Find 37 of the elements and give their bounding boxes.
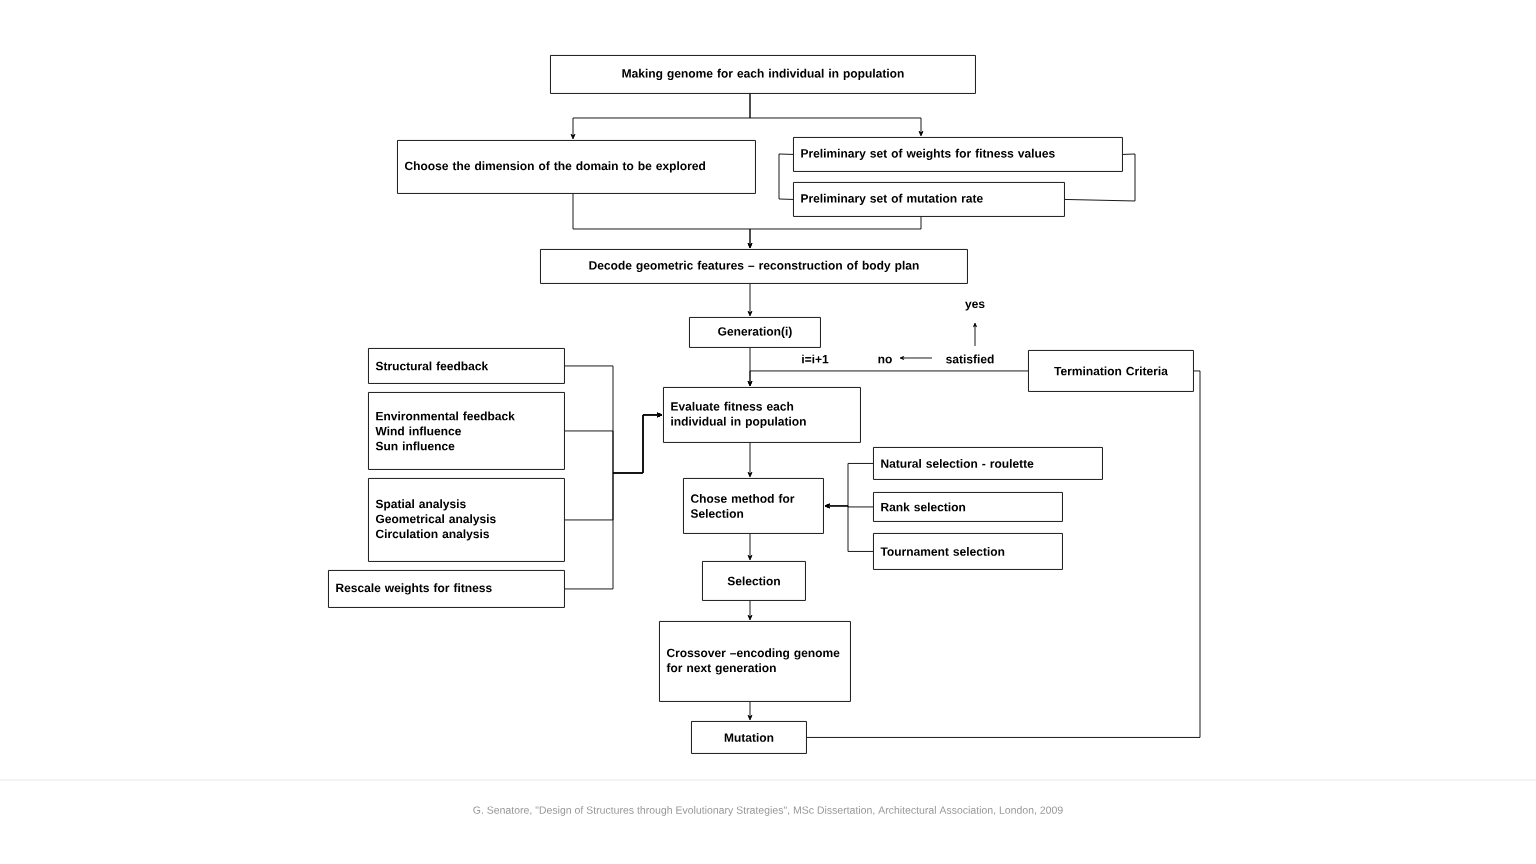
caption: G. Senatore, "Design of Structures through Evolutionary Strategies", MSc Dissertation, Architectural Association, London, 2009 [473, 806, 1063, 816]
text-label: yes [965, 301, 985, 311]
arrow [747, 370, 1029, 387]
process-box: Generation(i) [689, 317, 821, 348]
text-label: satisfied [946, 354, 994, 364]
connector-line [806, 370, 1201, 738]
connector-line [1064, 153, 1136, 202]
process-box: Termination Criteria [1028, 350, 1194, 392]
arrow [747, 600, 753, 621]
process-box: Rank selection [873, 492, 1063, 522]
edge-label: i=i+1 [800, 353, 830, 365]
process-box: Decode geometric features – reconstruction of body plan [540, 249, 968, 284]
process-box: Environmental feedback Wind influence Sun influence [368, 392, 565, 470]
arrow [747, 533, 753, 561]
process-box: Preliminary set of weights for fitness values [793, 137, 1123, 172]
arrow [747, 701, 753, 721]
process-box: Crossover –encoding genome for next generation [659, 621, 851, 702]
process-box: Rescale weights for fitness [328, 570, 565, 608]
process-box: Tournament selection [873, 533, 1063, 570]
arrow [747, 442, 753, 478]
arrow [564, 412, 663, 590]
process-box: Structural feedback [368, 348, 565, 384]
process-box: Selection [702, 561, 806, 601]
process-box: Spatial analysis Geometrical analysis Circulation analysis [368, 478, 565, 562]
process-box: Chose method for Selection [683, 478, 824, 534]
process-box: Natural selection - roulette [873, 447, 1103, 480]
process-box: Evaluate fitness each individual in population [663, 387, 861, 443]
arrow [747, 283, 753, 317]
text-label: no [878, 356, 892, 364]
process-box: Making genome for each individual in population [550, 55, 976, 94]
arrow [824, 503, 874, 552]
process-box: Preliminary set of mutation rate [793, 182, 1065, 217]
process-box: Mutation [691, 721, 807, 754]
arrow [749, 93, 924, 137]
connector-line [778, 153, 794, 200]
process-box: Choose the dimension of the domain to be explored [397, 140, 756, 194]
arrow [747, 216, 922, 249]
